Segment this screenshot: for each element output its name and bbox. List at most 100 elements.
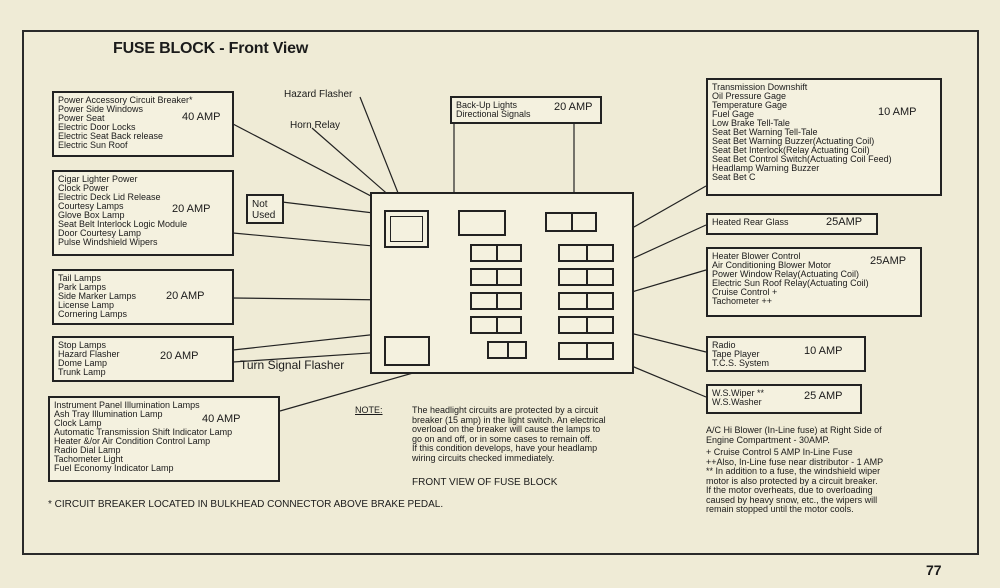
circuit-item: Door Courtesy Lamp: [58, 228, 142, 238]
fuse-left-4: [470, 316, 522, 334]
note-line: breaker (15 amp) in the light switch. An…: [412, 414, 606, 425]
relay-slot-not-used: [384, 210, 429, 248]
circuit-box-radio: Radio Tape Player T.C.S. System 10 AMP: [706, 336, 866, 372]
page-title: FUSE BLOCK - Front View: [113, 40, 309, 57]
circuit-list: Heated Rear Glass: [712, 218, 872, 227]
circuit-item: Seat Belt Interlock Logic Module: [58, 219, 188, 229]
fuse-left-5: [487, 341, 527, 359]
page-frame: [22, 30, 979, 555]
fuse-right-4: [558, 316, 614, 334]
amp-rating: 25AMP: [870, 255, 907, 267]
amp-rating: 25AMP: [826, 216, 863, 228]
hazard-flasher-label: Hazard Flasher: [284, 89, 353, 100]
note-line: If this condition develops, have your he…: [412, 443, 598, 453]
circuit-list: Cigar Lighter Power Clock Power Electric…: [58, 175, 228, 247]
fuse-right-5: [558, 342, 614, 360]
circuit-item: Courtesy Lamps: [58, 201, 124, 211]
circuit-box-heated-rear-glass: Heated Rear Glass 25AMP: [706, 213, 878, 235]
circuit-item: Seat Bet Control Switch(Actuating Coil F…: [712, 154, 892, 164]
circuit-item: Park Lamps: [58, 282, 107, 292]
circuit-item: Fuel Gage: [712, 109, 755, 119]
amp-rating: 20 AMP: [166, 290, 205, 302]
circuit-item: Tachometer ++: [712, 296, 773, 306]
circuit-box-back-up-lights: Back-Up Lights Directional Signals 20 AM…: [450, 96, 602, 124]
right-note-line: Engine Compartment - 30AMP.: [706, 434, 830, 445]
right-notes: A/C Hi Blower (In-Line fuse) at Right Si…: [706, 425, 946, 515]
flasher-slot: [458, 210, 506, 236]
circuit-item: Directional Signals: [456, 109, 531, 119]
circuit-item: Transmission Downshift: [712, 82, 808, 92]
circuit-list: Power Accessory Circuit Breaker* Power S…: [58, 96, 228, 150]
right-note-line: remain stopped until the motor cools.: [706, 504, 854, 514]
circuit-item: Low Brake Tell-Tale: [712, 118, 790, 128]
circuit-item: Power Accessory Circuit Breaker*: [58, 95, 193, 105]
circuit-item: Temperature Gage: [712, 100, 788, 110]
circuit-item: Automatic Transmission Shift Indicator L…: [54, 427, 233, 437]
circuit-item: Seat Bet C: [712, 172, 756, 182]
circuit-list: Stop Lamps Hazard Flasher Dome Lamp Trun…: [58, 341, 228, 377]
note-text: The headlight circuits are protected by …: [412, 405, 662, 463]
circuit-item: Heated Rear Glass: [712, 217, 789, 227]
note-line: The headlight circuits are protected by …: [412, 405, 599, 415]
right-note-line: motor is also protected by a circuit bre…: [706, 475, 878, 486]
circuit-item: Tachometer Light: [54, 454, 124, 464]
circuit-item: Trunk Lamp: [58, 367, 106, 377]
circuit-item: Power Seat: [58, 113, 105, 123]
amp-rating: 20 AMP: [160, 350, 199, 362]
not-used-box: Not Used: [246, 194, 284, 224]
right-note-line: + Cruise Control 5 AMP In-Line Fuse: [706, 447, 853, 457]
circuit-item: Cruise Control +: [712, 287, 778, 297]
note-label: NOTE:: [355, 405, 383, 415]
circuit-item: Clock Power: [58, 183, 109, 193]
circuit-item: W.S.Wiper **: [712, 388, 765, 398]
amp-rating: 20 AMP: [554, 101, 593, 113]
circuit-item: Ash Tray Illumination Lamp: [54, 409, 163, 419]
amp-rating: 25 AMP: [804, 390, 843, 402]
circuit-list: Instrument Panel Illumination Lamps Ash …: [54, 401, 274, 473]
note-line: go on and off, or in some cases to remai…: [412, 433, 593, 444]
circuit-box-power-accessory: Power Accessory Circuit Breaker* Power S…: [52, 91, 234, 157]
circuit-item: Side Marker Lamps: [58, 291, 137, 301]
amp-rating: 20 AMP: [172, 203, 211, 215]
circuit-list: W.S.Wiper ** W.S.Washer: [712, 389, 856, 407]
right-note-line: ** In addition to a fuse, the windshield…: [706, 466, 881, 476]
circuit-item: Instrument Panel Illumination Lamps: [54, 400, 200, 410]
page-number: 77: [926, 562, 942, 578]
circuit-item: Oil Pressure Gage: [712, 91, 787, 101]
fuse-left-2: [470, 268, 522, 286]
circuit-item: Stop Lamps: [58, 340, 107, 350]
circuit-item: T.C.S. System: [712, 358, 770, 368]
circuit-item: Headlamp Warning Buzzer: [712, 163, 820, 173]
fuse-right-3: [558, 292, 614, 310]
fuse-left-1: [470, 244, 522, 262]
note-line: overload on the breaker will cause the l…: [412, 424, 601, 434]
circuit-item: Seat Bet Warning Tell-Tale: [712, 127, 818, 137]
turn-signal-flasher-label: Turn Signal Flasher: [240, 358, 345, 372]
circuit-list: Radio Tape Player T.C.S. System: [712, 341, 860, 368]
circuit-item: Electric Sun Roof Relay(Actuating Coil): [712, 278, 869, 288]
circuit-item: Clock Lamp: [54, 418, 102, 428]
right-note-line: caused by heavy snow, etc., the wipers w…: [706, 494, 878, 505]
circuit-item: Cornering Lamps: [58, 309, 128, 319]
circuit-box-cigar-lighter: Cigar Lighter Power Clock Power Electric…: [52, 170, 234, 256]
circuit-item: Radio: [712, 340, 736, 350]
circuit-item: Seat Bet Warning Buzzer(Actuating Coil): [712, 136, 875, 146]
circuit-item: Power Window Relay(Actuating Coil): [712, 269, 860, 279]
turn-signal-flasher-slot: [384, 336, 430, 366]
right-note-line: If the motor overheats, due to overloadi…: [706, 485, 873, 495]
circuit-item: W.S.Washer: [712, 397, 762, 407]
amp-rating: 10 AMP: [804, 345, 843, 357]
note-line: wiring circuits checked immediately.: [412, 452, 555, 463]
circuit-item: Tail Lamps: [58, 273, 102, 283]
circuit-item: Electric Sun Roof: [58, 140, 128, 150]
circuit-item: Electric Deck Lid Release: [58, 192, 161, 202]
circuit-box-stop-lamps: Stop Lamps Hazard Flasher Dome Lamp Trun…: [52, 336, 234, 382]
circuit-item: Seat Bet Interlock(Relay Actuating Coil): [712, 145, 870, 155]
circuit-item: Pulse Windshield Wipers: [58, 237, 158, 247]
circuit-item: License Lamp: [58, 300, 115, 310]
circuit-item: Electric Seat Back release: [58, 131, 164, 141]
circuit-item: Dome Lamp: [58, 358, 108, 368]
fuse-right-1: [558, 244, 614, 262]
circuit-item: Heater &/or Air Condition Control Lamp: [54, 436, 211, 446]
